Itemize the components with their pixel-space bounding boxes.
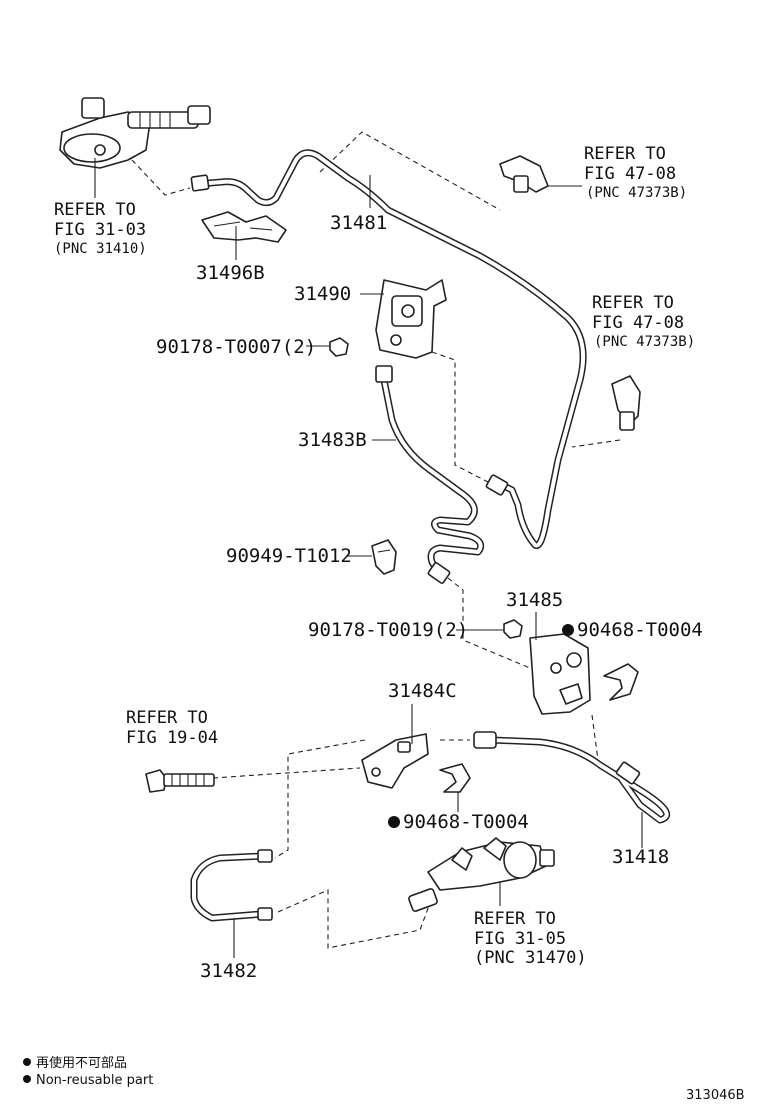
svg-text:(PNC 47373B): (PNC 47373B) <box>586 185 687 201</box>
svg-text:FIG 31-05: FIG 31-05 <box>474 929 566 949</box>
clip-90468-T0004-upper <box>603 663 639 701</box>
bracket-31484C <box>361 733 429 789</box>
illustration-code: 313046B <box>686 1088 745 1103</box>
svg-text:REFER TO: REFER TO <box>592 293 674 313</box>
svg-text:FIG 47-08: FIG 47-08 <box>584 164 676 184</box>
label-31496B: 31496B <box>196 262 265 284</box>
svg-text:(PNC 31410): (PNC 31410) <box>54 241 147 257</box>
label-90468-T0004-upper: 90468-T0004 <box>577 619 703 641</box>
clip-31496B <box>201 211 287 243</box>
assembly-dashed-lines <box>131 131 621 949</box>
ref-fig-31-05: REFER TO FIG 31-05 (PNC 31470) <box>474 909 587 968</box>
label-31482: 31482 <box>200 960 257 982</box>
sensor-47373B-lower <box>611 375 641 431</box>
label-31483B: 31483B <box>298 429 367 451</box>
svg-text:FIG 31-03: FIG 31-03 <box>54 220 146 240</box>
brake-pipes <box>190 149 671 922</box>
clamp-90949-T1012 <box>371 539 397 575</box>
sensor-47373B-upper <box>499 155 549 193</box>
legend-marker-english <box>23 1075 31 1083</box>
svg-text:FIG 47-08: FIG 47-08 <box>592 313 684 333</box>
svg-text:REFER TO: REFER TO <box>126 708 208 728</box>
clutch-release-cylinder <box>408 837 555 912</box>
ref-fig-47-08-lower: REFER TO FIG 47-08 (PNC 47373B) <box>592 293 695 350</box>
label-90178-T0019: 90178-T0019(2) <box>308 619 468 641</box>
hose-31418 <box>473 731 671 824</box>
label-31484C: 31484C <box>388 680 457 702</box>
bracket-31485 <box>529 633 591 715</box>
ref-fig-47-08-upper: REFER TO FIG 47-08 (PNC 47373B) <box>584 144 687 201</box>
clip-90468-T0004-lower <box>439 763 471 793</box>
label-31490: 31490 <box>294 283 351 305</box>
legend-japanese: 再使用不可部品 <box>36 1055 127 1071</box>
label-90178-T0007: 90178-T0007(2) <box>156 336 316 358</box>
svg-text:REFER TO: REFER TO <box>54 200 136 220</box>
svg-text:FIG 19-04: FIG 19-04 <box>126 728 218 748</box>
legend-english: Non-reusable part <box>36 1073 153 1088</box>
leader-lines <box>94 158 643 958</box>
ref-fig-19-04: REFER TO FIG 19-04 <box>126 708 218 748</box>
legend: 再使用不可部品 Non-reusable part <box>23 1055 153 1088</box>
label-90949-T1012: 90949-T1012 <box>226 545 352 567</box>
bracket-31490 <box>375 279 447 359</box>
label-31418: 31418 <box>612 846 669 868</box>
pipe-31483B <box>375 365 485 584</box>
pipe-31481 <box>190 149 587 550</box>
svg-text:REFER TO: REFER TO <box>584 144 666 164</box>
ref-fig-31-03: REFER TO FIG 31-03 (PNC 31410) <box>54 200 147 257</box>
label-31485: 31485 <box>506 589 563 611</box>
non-reusable-marker <box>562 624 574 636</box>
reference-labels: REFER TO FIG 31-03 (PNC 31410) REFER TO … <box>54 144 695 968</box>
pipe-31482 <box>190 849 273 922</box>
part-number-labels: 31481 31496B 31490 90178-T0007(2) 31483B… <box>156 212 703 982</box>
non-reusable-marker <box>388 816 400 828</box>
nut-90178-T0019 <box>503 619 523 639</box>
bolt-19-04 <box>145 769 215 793</box>
svg-text:(PNC 31470): (PNC 31470) <box>474 948 587 968</box>
label-31481: 31481 <box>330 212 387 234</box>
nut-90178-T0007 <box>329 337 349 357</box>
clutch-master-cylinder <box>59 97 211 169</box>
legend-marker-japanese <box>23 1058 31 1066</box>
svg-text:(PNC 47373B): (PNC 47373B) <box>594 334 695 350</box>
svg-text:REFER TO: REFER TO <box>474 909 556 929</box>
label-90468-T0004-lower: 90468-T0004 <box>403 811 529 833</box>
